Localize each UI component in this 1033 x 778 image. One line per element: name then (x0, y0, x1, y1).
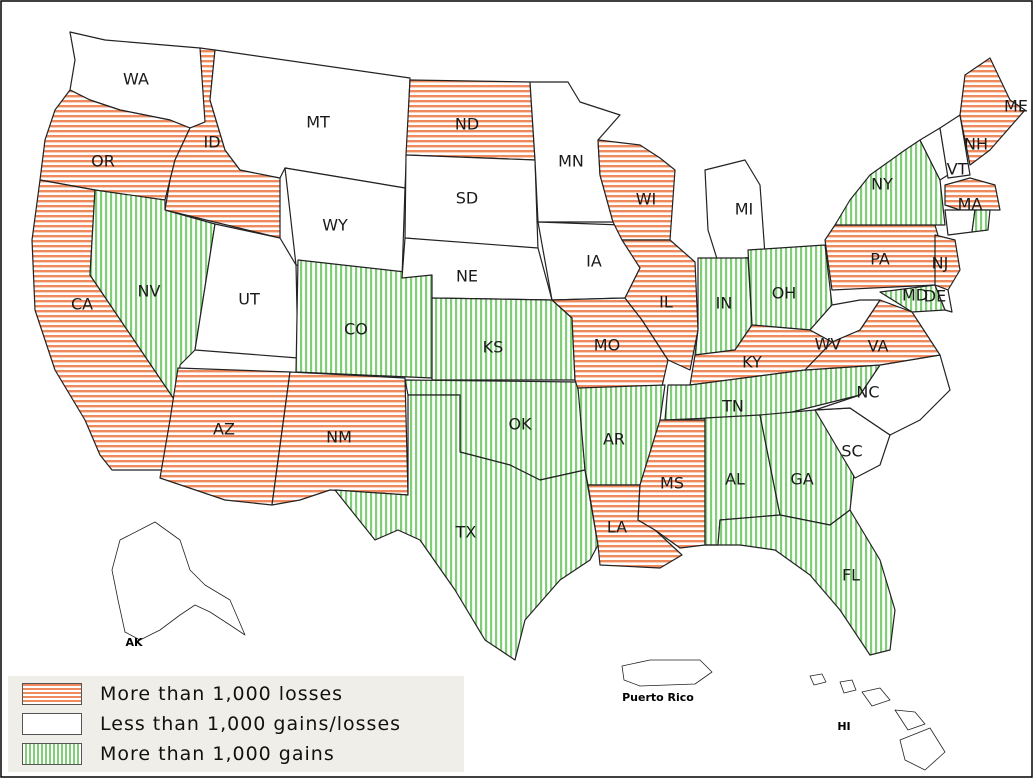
label-hi: HI (837, 720, 850, 733)
state-nh (939, 114, 971, 179)
label-tx: TX (455, 523, 477, 542)
label-ar: AR (603, 430, 625, 449)
label-la: LA (607, 518, 627, 537)
state-ct (944, 209, 976, 236)
label-ak: AK (125, 636, 143, 649)
label-ks: KS (483, 338, 504, 357)
label-ut: UT (238, 290, 260, 309)
label-ny: NY (871, 175, 893, 194)
label-il: IL (659, 293, 673, 312)
legend-label-losses: More than 1,000 losses (100, 683, 344, 705)
state-il (621, 239, 699, 371)
state-nj (934, 234, 961, 291)
label-nh: NH (964, 135, 988, 154)
label-mo: MO (594, 336, 620, 355)
state-labels: WA OR CA ID NV MT WY UT AZ CO NM ND SD N… (71, 70, 1028, 734)
label-mi: MI (735, 200, 754, 219)
label-wi: WI (636, 190, 657, 209)
label-co: CO (344, 320, 368, 339)
label-md: MD (902, 286, 928, 305)
legend-label-gains: More than 1,000 gains (100, 743, 335, 765)
label-wv: WV (815, 335, 842, 354)
label-pr: Puerto Rico (622, 691, 694, 704)
label-me: ME (1004, 97, 1028, 116)
state-ks (431, 297, 576, 381)
legend-item-neutral: Less than 1,000 gains/losses (22, 712, 401, 736)
label-vt: VT (947, 160, 968, 179)
state-ri (971, 209, 991, 233)
label-ms: MS (660, 474, 684, 493)
label-nm: NM (326, 428, 352, 447)
state-wv (809, 299, 881, 343)
label-al: AL (725, 470, 745, 489)
label-ga: GA (790, 470, 813, 489)
label-tn: TN (721, 397, 744, 416)
label-sc: SC (841, 442, 862, 461)
label-sd: SD (456, 189, 478, 208)
state-pr (621, 659, 713, 687)
label-mn: MN (558, 152, 584, 171)
legend-item-gains: More than 1,000 gains (22, 742, 335, 766)
neutral-swatch-icon (22, 713, 82, 735)
label-nc: NC (856, 383, 879, 402)
state-ak (111, 521, 246, 641)
label-nj: NJ (932, 254, 949, 273)
state-hi (809, 673, 946, 771)
label-wy: WY (322, 216, 348, 235)
state-ma (944, 177, 1001, 211)
label-az: AZ (213, 420, 235, 439)
state-de (934, 284, 953, 313)
label-id: ID (203, 133, 220, 152)
state-tx (334, 394, 599, 661)
label-oh: OH (772, 284, 797, 303)
label-nv: NV (138, 282, 161, 301)
label-de: DE (924, 287, 946, 306)
label-pa: PA (870, 250, 890, 269)
label-in: IN (716, 294, 733, 313)
label-fl: FL (842, 566, 860, 585)
legend-label-neutral: Less than 1,000 gains/losses (100, 713, 402, 735)
label-ia: IA (586, 252, 602, 271)
label-nd: ND (455, 115, 479, 134)
label-va: VA (868, 337, 889, 356)
state-me (959, 57, 1026, 166)
label-wa: WA (123, 70, 149, 89)
label-ne: NE (456, 267, 478, 286)
state-fl (704, 509, 896, 656)
label-ma: MA (958, 195, 983, 214)
loss-swatch-icon (22, 683, 82, 705)
legend-item-losses: More than 1,000 losses (22, 682, 343, 706)
label-ok: OK (508, 415, 532, 434)
gain-swatch-icon (22, 743, 82, 765)
label-or: OR (91, 152, 115, 171)
state-nm (271, 371, 409, 506)
map-legend: More than 1,000 losses Less than 1,000 g… (8, 676, 464, 772)
label-ca: CA (71, 295, 93, 314)
label-mt: MT (306, 113, 330, 132)
label-ky: KY (742, 353, 762, 372)
